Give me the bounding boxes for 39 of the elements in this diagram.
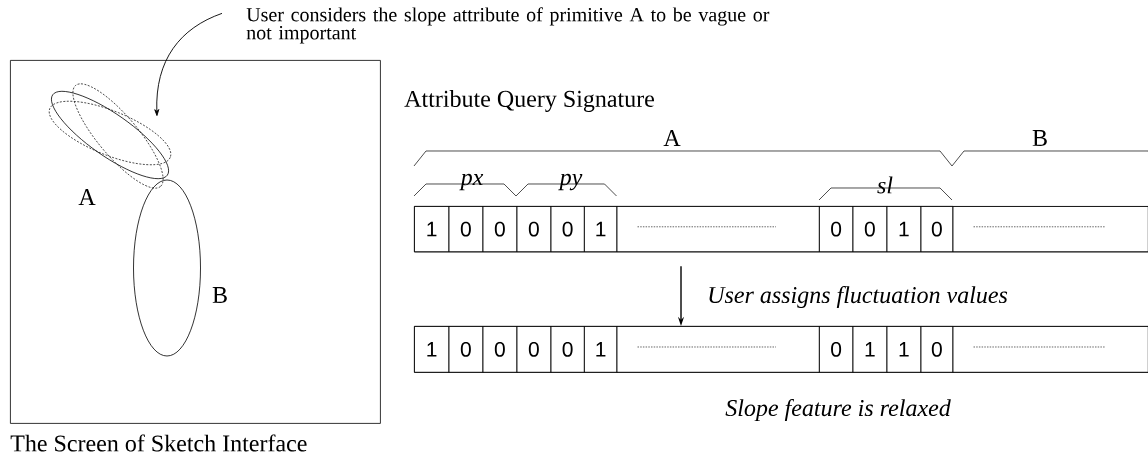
brace-label: sl: [877, 176, 893, 194]
bit-cell: 0: [516, 206, 552, 253]
bit-cell: 0: [482, 326, 518, 373]
dotted-cell: [952, 206, 1148, 253]
bit-cell: 1: [584, 326, 618, 373]
heading: Attribute Query Signature: [404, 90, 654, 112]
bit-cell: 1: [886, 326, 922, 373]
bit-cell: 0: [852, 206, 888, 253]
node-label: The Screen of Sketch Interface: [10, 434, 307, 452]
annotation: Slope feature is relaxed: [725, 399, 951, 421]
bit-cell: 1: [852, 326, 888, 373]
bit-cell: 0: [516, 326, 552, 373]
brace-label: py: [558, 173, 583, 191]
ellipse-stroke-drawing: [48, 83, 172, 189]
brace-label: px: [459, 173, 484, 191]
bit-cell: 0: [448, 206, 484, 253]
sketch-screen: [10, 60, 381, 424]
bit-cell: 0: [448, 326, 484, 373]
bit-cell: 1: [584, 206, 618, 253]
bit-cell: 1: [886, 206, 922, 253]
dotted-cell: [616, 326, 820, 373]
dotted-cell: [952, 326, 1148, 373]
bit-cell: 1: [414, 206, 450, 253]
bit-cell: 0: [920, 206, 954, 253]
bit-cell: 0: [819, 206, 854, 253]
bit-cell: 0: [920, 326, 954, 373]
curved-arrow: [154, 12, 223, 116]
brace-label: B: [1032, 130, 1047, 146]
bit-cell: 1: [414, 326, 450, 373]
bit-cell: 0: [819, 326, 854, 373]
ellipse-stroke: [133, 179, 201, 357]
bit-cell: 0: [550, 206, 585, 253]
bit-cell: 0: [482, 206, 518, 253]
dotted-cell: [616, 206, 820, 253]
callout-text: User considers the slope attribute of primitive A to be vague or not important: [246, 7, 770, 44]
brace-label: A: [663, 130, 681, 146]
shape-label: A: [78, 189, 96, 205]
bit-cell: 0: [550, 326, 585, 373]
edge-label: User assigns fluctuation values: [709, 286, 1008, 308]
